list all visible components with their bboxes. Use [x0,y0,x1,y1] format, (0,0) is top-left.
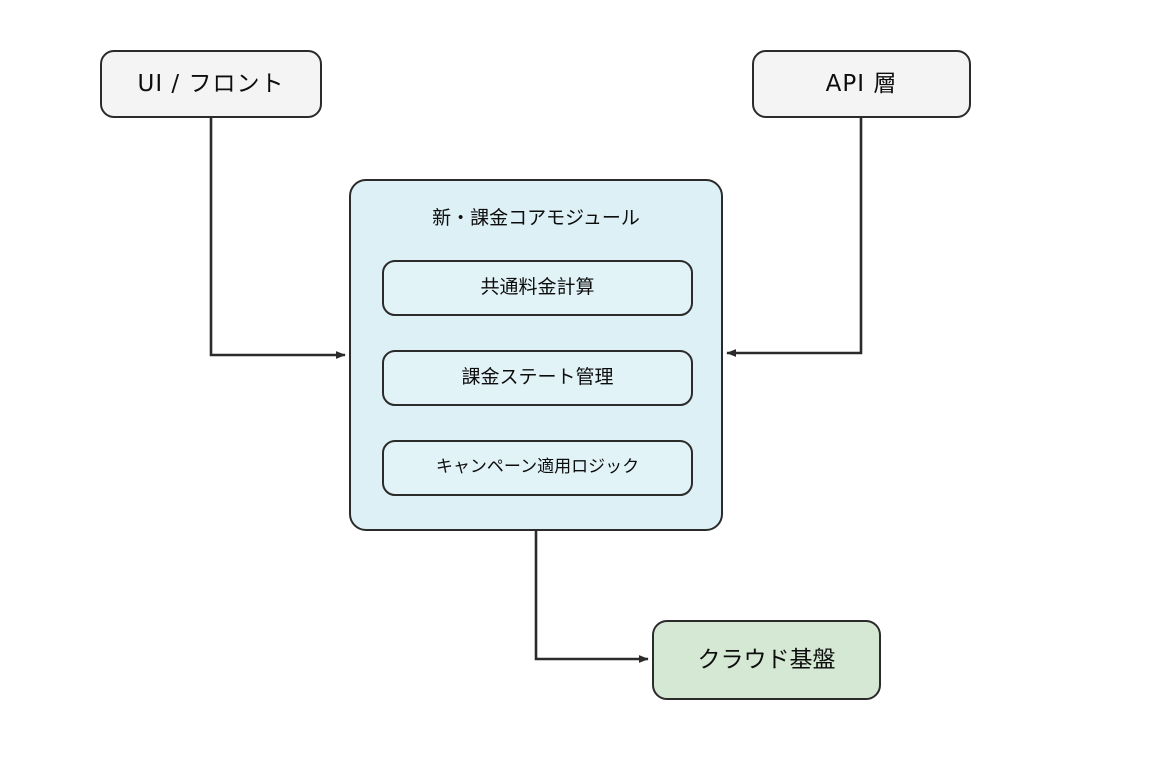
node-cloud-platform-label: クラウド基盤 [697,646,836,673]
submodule-common-fee-calculation[interactable]: 共通料金計算 [382,260,693,316]
edge-ui-to-core [209,118,346,359]
node-core-module-title: 新・課金コアモジュール [432,207,640,229]
node-api-layer[interactable]: API 層 [752,50,971,118]
node-ui-front[interactable]: UI / フロント [100,50,322,118]
node-core-module[interactable]: 新・課金コアモジュール 共通料金計算 課金ステート管理 キャンペーン適用ロジック [349,179,723,531]
node-api-layer-label: API 層 [825,70,898,97]
submodule-campaign-application-logic-label: キャンペーン適用ロジック [435,457,640,478]
submodule-billing-state-management[interactable]: 課金ステート管理 [382,350,693,406]
edge-core-to-cloud [534,531,649,663]
edge-api-to-core [726,118,863,357]
submodule-campaign-application-logic[interactable]: キャンペーン適用ロジック [382,440,693,496]
node-cloud-platform[interactable]: クラウド基盤 [652,620,881,700]
submodule-common-fee-calculation-label: 共通料金計算 [480,276,595,299]
submodule-billing-state-management-label: 課金ステート管理 [461,366,614,389]
node-ui-front-label: UI / フロント [137,70,285,97]
